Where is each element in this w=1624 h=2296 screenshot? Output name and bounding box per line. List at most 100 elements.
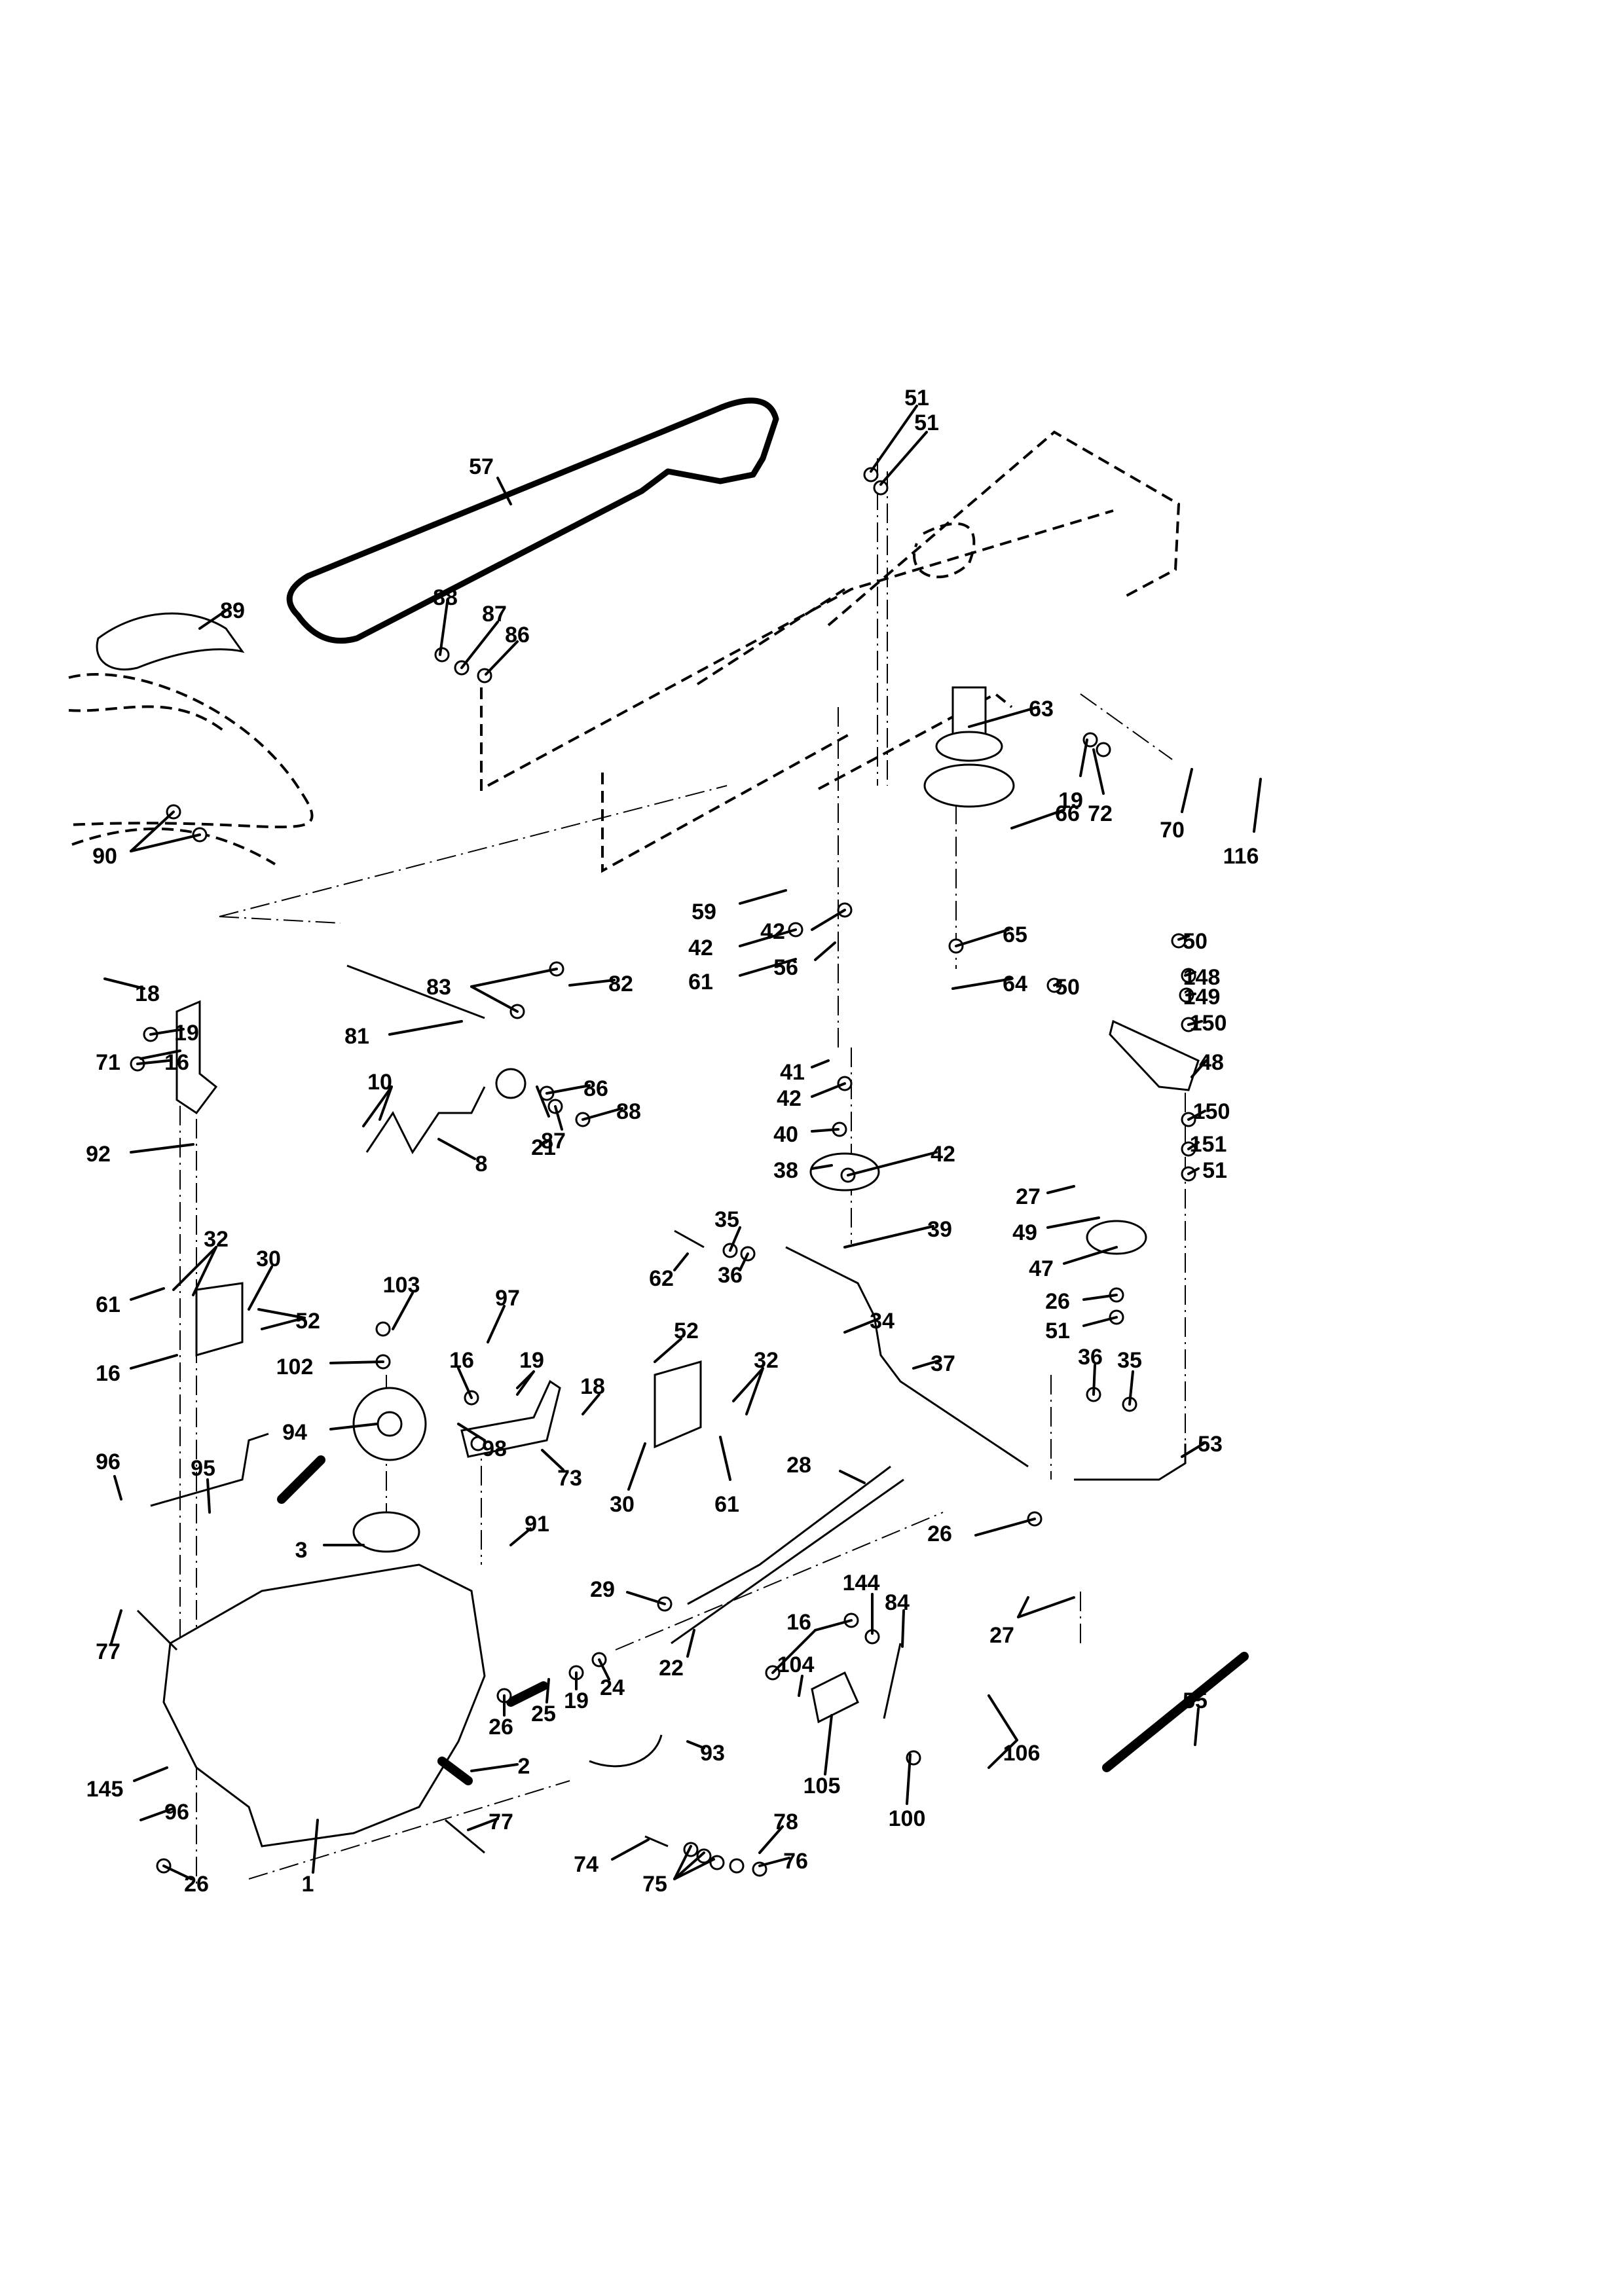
bracket-71 bbox=[175, 1000, 218, 1115]
leader-line-30a bbox=[248, 1266, 273, 1311]
callout-label: 49 bbox=[1012, 1220, 1037, 1245]
callout-label: 92 bbox=[86, 1142, 111, 1167]
leader-line-63 bbox=[968, 706, 1039, 728]
callout-label: 8 bbox=[475, 1152, 488, 1176]
leader-line-106-1 bbox=[987, 1739, 1018, 1769]
hardware-6 bbox=[1096, 742, 1111, 757]
leader-line-75-1 bbox=[673, 1851, 705, 1880]
callout-label: 89 bbox=[220, 598, 245, 623]
rod-53 bbox=[1074, 1444, 1187, 1481]
leader-line-22 bbox=[686, 1629, 695, 1658]
callout-label: 116 bbox=[1223, 844, 1259, 869]
leader-line-88b bbox=[581, 1107, 623, 1121]
leader-line-10 bbox=[362, 1085, 393, 1127]
bushing-62 bbox=[674, 1230, 705, 1248]
callout-label: 88 bbox=[616, 1099, 641, 1124]
callout-label: 42 bbox=[777, 1086, 802, 1111]
leader-line-66 bbox=[1010, 809, 1065, 829]
leader-line-51a bbox=[870, 405, 918, 473]
centerline-14 bbox=[248, 1780, 570, 1880]
callout-label: 29 bbox=[590, 1577, 615, 1602]
callout-label: 3 bbox=[295, 1538, 308, 1563]
link-84 bbox=[883, 1643, 902, 1719]
callout-label: 76 bbox=[783, 1849, 808, 1874]
callout-label: 16 bbox=[164, 1050, 189, 1075]
callout-label: 51 bbox=[904, 386, 929, 410]
callout-label: 66 bbox=[1055, 801, 1080, 826]
callout-label: 36 bbox=[1078, 1345, 1103, 1370]
leader-line-75-2 bbox=[673, 1858, 715, 1880]
leader-line-116 bbox=[1253, 778, 1262, 833]
callout-label: 87 bbox=[482, 602, 507, 627]
callout-label: 26 bbox=[489, 1715, 513, 1740]
leader-line-32a bbox=[172, 1246, 217, 1291]
hose-93 bbox=[589, 1734, 663, 1768]
pulley-lower bbox=[923, 763, 1015, 808]
callout-label: 19 bbox=[1058, 788, 1083, 813]
callout-label: 51 bbox=[1202, 1158, 1227, 1183]
leader-line-65 bbox=[955, 928, 1010, 947]
callout-label: 26 bbox=[1045, 1289, 1070, 1314]
leader-line-94 bbox=[329, 1423, 378, 1430]
leader-line-10-1 bbox=[378, 1085, 393, 1121]
leader-line-81 bbox=[388, 1020, 463, 1036]
callout-label: 95 bbox=[191, 1456, 215, 1481]
leader-line-26a bbox=[1082, 1294, 1118, 1301]
fender-cover bbox=[96, 612, 245, 671]
callout-label: 22 bbox=[659, 1656, 684, 1681]
frame-edge-5 bbox=[68, 672, 314, 829]
callout-label: 150 bbox=[1193, 1099, 1230, 1124]
callout-label: 28 bbox=[786, 1453, 811, 1478]
bracket-104 bbox=[811, 1671, 859, 1724]
callout-label: 61 bbox=[688, 970, 713, 994]
leader-line-52b bbox=[654, 1338, 682, 1363]
leader-line-70 bbox=[1181, 768, 1193, 813]
callout-label: 64 bbox=[1003, 972, 1027, 996]
leader-line-150b bbox=[1187, 1110, 1206, 1121]
callout-label: 16 bbox=[786, 1610, 811, 1635]
leader-line-27b bbox=[1017, 1596, 1029, 1618]
callout-label: 81 bbox=[344, 1024, 369, 1049]
callout-label: 18 bbox=[580, 1374, 605, 1399]
callout-label: 93 bbox=[700, 1741, 725, 1766]
callout-label: 51 bbox=[1045, 1319, 1070, 1343]
callout-label: 41 bbox=[780, 1060, 805, 1085]
callout-label: 106 bbox=[1003, 1741, 1041, 1766]
leader-line-88a bbox=[439, 601, 449, 656]
leader-line-56 bbox=[814, 941, 836, 961]
leader-line-34 bbox=[843, 1318, 879, 1334]
callout-label: 149 bbox=[1183, 985, 1221, 1010]
leader-line-86a bbox=[485, 640, 519, 676]
callout-label: 37 bbox=[931, 1351, 955, 1376]
transaxle-body bbox=[162, 1563, 486, 1848]
spring-25 bbox=[506, 1681, 548, 1707]
leader-line-83-1 bbox=[470, 985, 519, 1013]
leader-line-77b bbox=[467, 1817, 499, 1831]
leader-line-32b bbox=[732, 1367, 764, 1402]
brake-rod-34 bbox=[785, 1246, 1029, 1468]
callout-label: 83 bbox=[426, 975, 451, 1000]
callout-label: 57 bbox=[469, 454, 494, 479]
leader-line-55 bbox=[1194, 1707, 1200, 1746]
pulley-upper bbox=[935, 731, 1003, 762]
frame-edge-1 bbox=[696, 588, 846, 685]
callout-label: 16 bbox=[449, 1348, 474, 1373]
callout-label: 104 bbox=[777, 1652, 815, 1677]
callout-label: 2 bbox=[518, 1754, 530, 1779]
callout-label: 86 bbox=[505, 623, 530, 647]
callout-label: 86 bbox=[583, 1076, 608, 1101]
leader-lines bbox=[103, 405, 1262, 1880]
callout-label: 61 bbox=[96, 1292, 120, 1317]
leader-line-106 bbox=[987, 1694, 1018, 1741]
centerline-0 bbox=[219, 785, 728, 917]
callout-label: 48 bbox=[1199, 1050, 1224, 1075]
leader-line-2 bbox=[470, 1763, 519, 1772]
callout-label: 150 bbox=[1190, 1011, 1227, 1036]
hardware-42 bbox=[696, 1848, 712, 1864]
axle-left bbox=[136, 1609, 178, 1651]
frame-edge-7 bbox=[71, 828, 276, 866]
callout-label: 63 bbox=[1029, 697, 1054, 721]
leader-line-19c-1 bbox=[516, 1370, 535, 1389]
leader-line-16d-1 bbox=[771, 1629, 817, 1674]
leader-line-64 bbox=[951, 977, 1013, 990]
